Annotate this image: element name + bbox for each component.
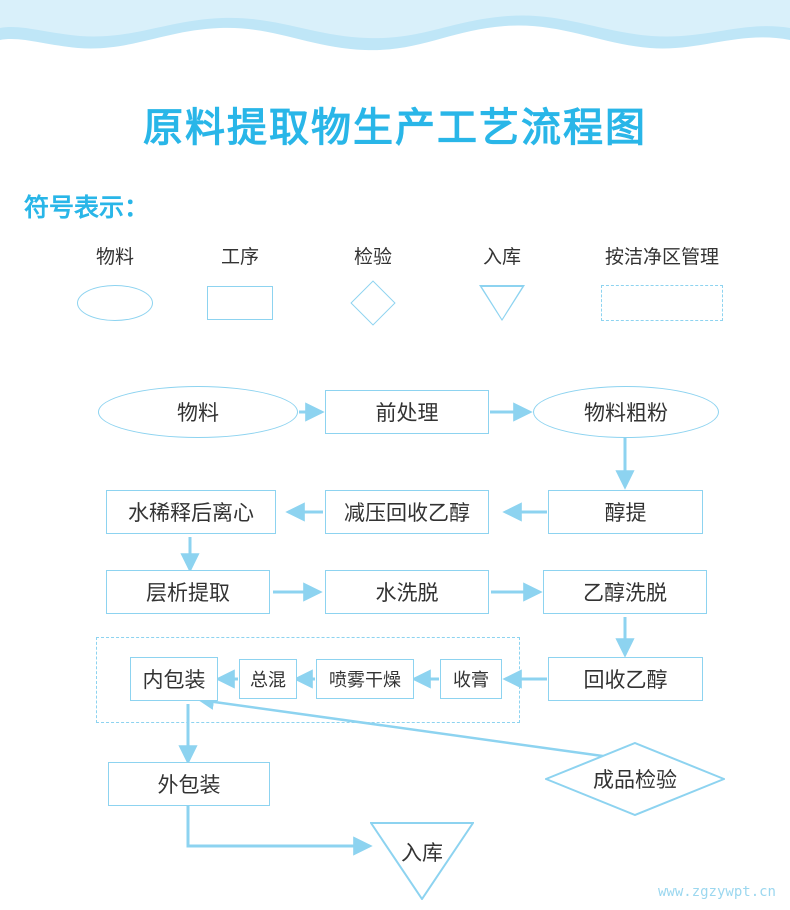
legend-item-warehouse: 入库 [447,242,557,324]
legend-shape-rect [185,282,295,324]
node-ethanol-recovery[interactable]: 回收乙醇 [548,657,703,701]
node-outer-packaging-label: 外包装 [157,774,221,797]
node-water-dilute-centrifuge[interactable]: 水稀释后离心 [106,490,276,534]
node-total-mixing[interactable]: 总混 [239,659,297,699]
node-water-dilute-centrifuge-label: 水稀释后离心 [128,502,254,525]
node-pretreat[interactable]: 前处理 [325,390,489,434]
node-inner-packaging[interactable]: 内包装 [130,657,218,701]
node-total-mixing-label: 总混 [250,670,286,690]
node-coarse-powder[interactable]: 物料粗粉 [533,386,719,438]
node-water-elution-label: 水洗脱 [375,582,439,605]
node-ethanol-recovery-label: 回收乙醇 [583,669,668,692]
legend-heading: 符号表示： [24,194,150,222]
node-chromatography-extraction[interactable]: 层析提取 [106,570,270,614]
page-title: 原料提取物生产工艺流程图 [143,106,647,150]
legend-shape-dashed-rect [562,282,762,324]
legend-row: 物料 工序 检验 入库 按洁净区管理 [0,242,790,337]
top-wave-banner [0,0,790,62]
legend-shape-ellipse [60,282,170,324]
node-outer-packaging[interactable]: 外包装 [108,762,270,806]
node-pretreat-label: 前处理 [375,402,439,425]
legend-label-material: 物料 [95,247,134,268]
legend-item-cleanroom: 按洁净区管理 [562,242,762,324]
node-ethanol-elution[interactable]: 乙醇洗脱 [543,570,707,614]
node-collect-paste[interactable]: 收膏 [440,659,502,699]
node-spray-drying[interactable]: 喷雾干燥 [316,659,414,699]
node-alcohol-extraction-label: 醇提 [604,502,647,525]
node-ethanol-elution-label: 乙醇洗脱 [583,582,667,605]
node-vacuum-ethanol-recovery-label: 减压回收乙醇 [344,502,470,525]
node-spray-drying-label: 喷雾干燥 [329,670,401,690]
node-alcohol-extraction[interactable]: 醇提 [548,490,703,534]
node-inner-packaging-label: 内包装 [142,669,206,692]
legend-item-process: 工序 [185,242,295,324]
legend-label-process: 工序 [220,247,259,268]
legend-label-cleanroom: 按洁净区管理 [604,247,719,268]
node-collect-paste-label: 收膏 [453,670,489,690]
node-warehouse-label: 入库 [401,842,443,865]
node-vacuum-ethanol-recovery[interactable]: 减压回收乙醇 [325,490,489,534]
legend-item-material: 物料 [60,242,170,324]
node-warehouse[interactable]: 入库 [370,822,474,900]
legend-item-inspection: 检验 [318,242,428,326]
legend-label-warehouse: 入库 [482,247,521,268]
node-water-elution[interactable]: 水洗脱 [325,570,489,614]
node-final-inspection[interactable]: 成品检验 [545,742,725,816]
node-final-inspection-label: 成品检验 [593,769,677,792]
legend-label-inspection: 检验 [353,247,392,268]
node-coarse-powder-label: 物料粗粉 [584,402,668,425]
node-chromatography-extraction-label: 层析提取 [146,582,230,605]
legend-shape-diamond [318,280,428,326]
watermark: www.zgzywpt.cn [657,884,776,900]
node-material-label: 物料 [177,402,219,425]
node-material[interactable]: 物料 [98,386,298,438]
legend-shape-triangle [447,282,557,324]
